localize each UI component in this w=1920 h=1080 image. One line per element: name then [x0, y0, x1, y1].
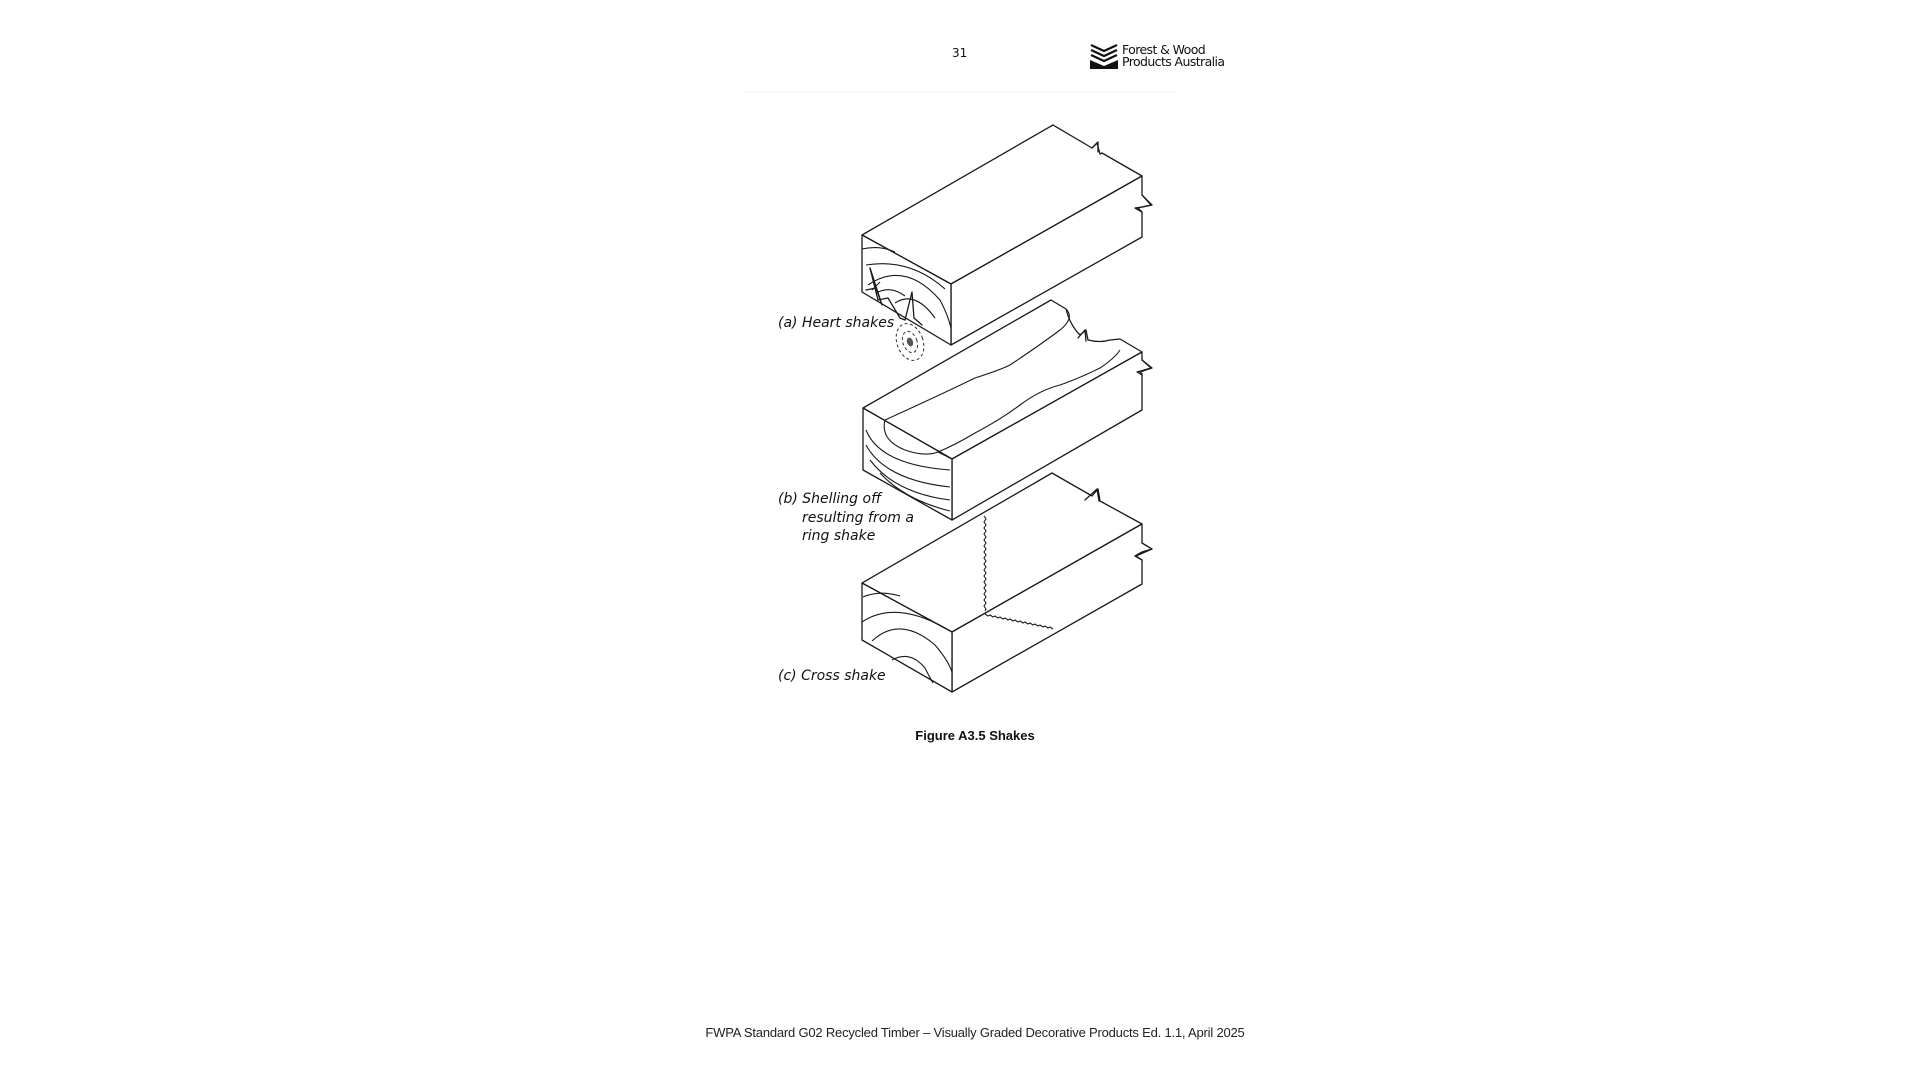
label-shelling-off-line-1: (b) Shelling off	[778, 491, 882, 507]
label-shelling-off: (b) Shelling off resulting from a ring s…	[778, 490, 914, 546]
header-divider	[743, 91, 1175, 93]
heart-shakes-block	[861, 124, 1153, 361]
label-shelling-off-line-2: resulting from a	[802, 509, 914, 526]
fwpa-chevron-logo-icon	[1090, 44, 1118, 69]
logo-line-1: Forest & Wood	[1122, 41, 1206, 57]
label-heart-shakes: (a) Heart shakes	[778, 315, 895, 331]
logo-text: Forest & Wood Products Australia	[1122, 41, 1225, 69]
fwpa-logo: Forest & Wood Products Australia	[1088, 41, 1225, 70]
page-footer: FWPA Standard G02 Recycled Timber – Visu…	[705, 1025, 1245, 1040]
shelling-off-block	[862, 299, 1153, 521]
logo-line-2: Products Australia	[1122, 54, 1225, 69]
label-shelling-off-line-3: ring shake	[802, 528, 876, 544]
cross-shake-block	[861, 472, 1153, 693]
shakes-illustration	[861, 124, 1153, 693]
figure-caption: Figure A3.5 Shakes	[915, 728, 1035, 743]
label-cross-shake: (c) Cross shake	[778, 668, 886, 684]
page-number: 31	[952, 46, 968, 60]
